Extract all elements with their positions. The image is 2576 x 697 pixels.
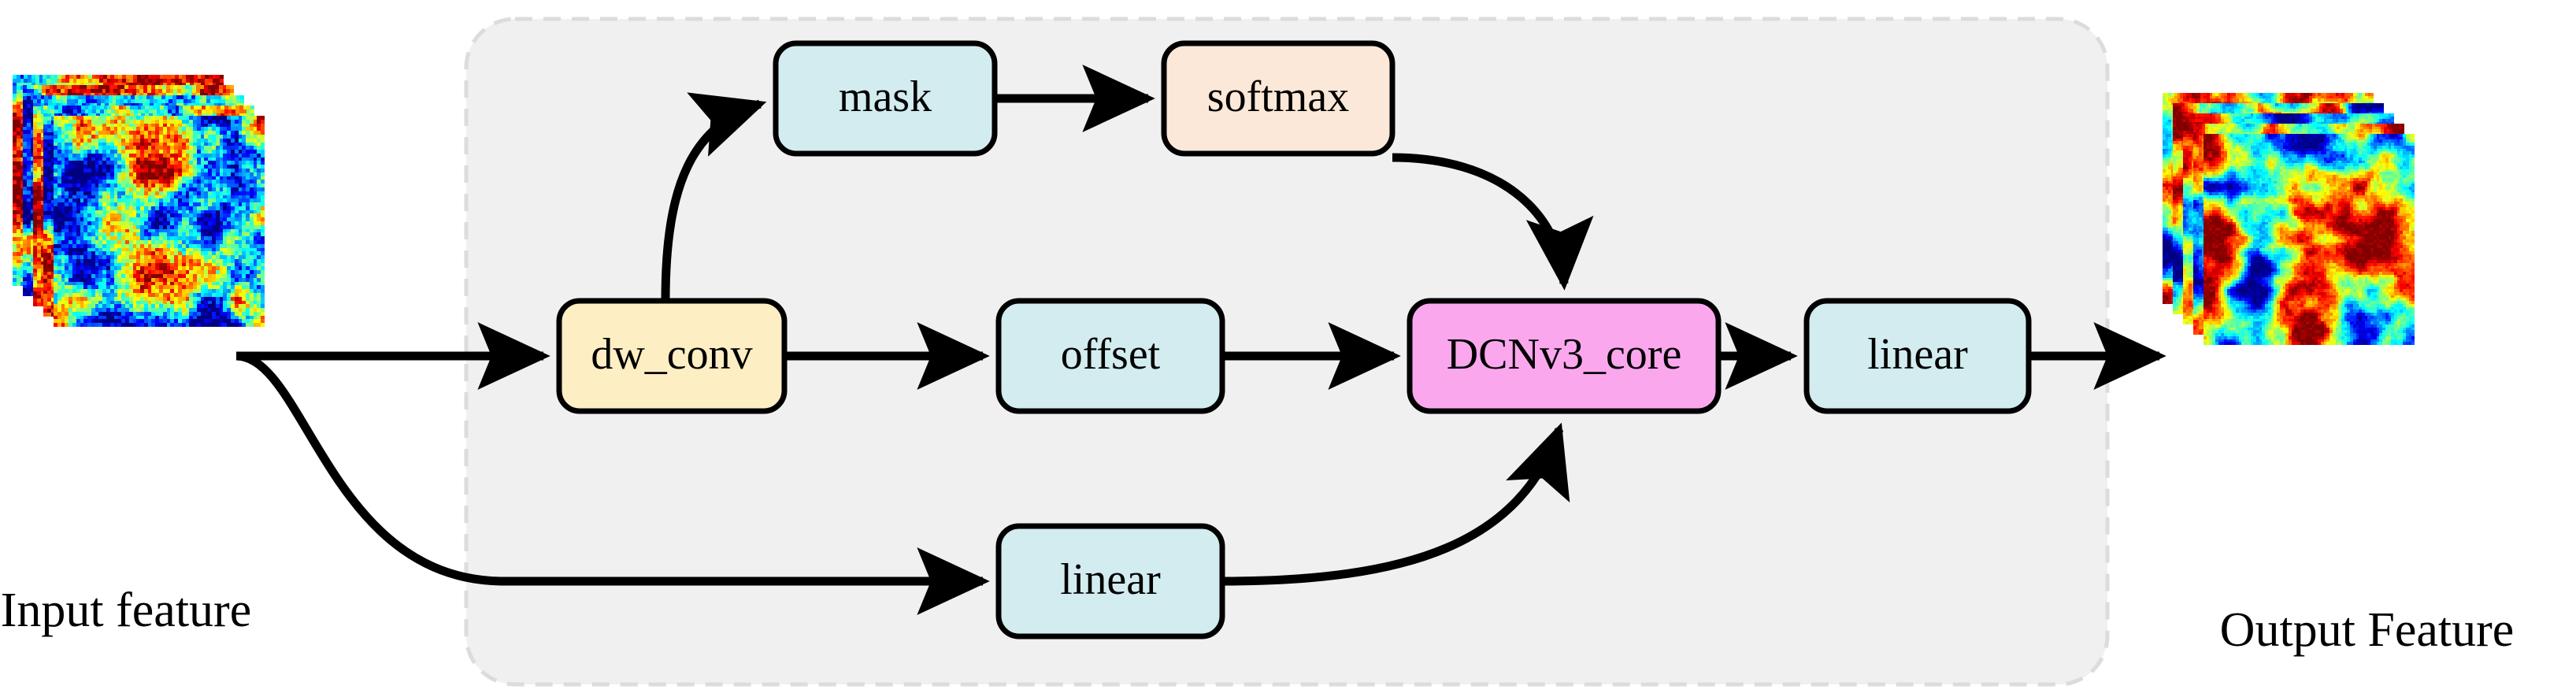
node-linear-bottom-label: linear	[1060, 555, 1161, 604]
node-offset-label: offset	[1061, 330, 1161, 379]
node-mask-label: mask	[839, 72, 932, 121]
node-dcnv3-core-box[interactable]	[1407, 298, 1722, 414]
edge-softmax-to-dcnv3	[1392, 153, 1594, 291]
edge-dwconv-to-mask	[661, 92, 767, 302]
node-dcnv3-core[interactable]: DCNv3_core	[1407, 298, 1722, 414]
node-dw-conv-box[interactable]	[556, 298, 788, 414]
edge-input-to-linear-bottom	[235, 351, 990, 615]
node-dw-conv[interactable]: dw_conv	[556, 298, 788, 414]
node-mask[interactable]: mask	[773, 40, 998, 157]
node-linear-output-box[interactable]	[1803, 298, 2032, 414]
node-linear-output[interactable]: linear	[1803, 298, 2032, 414]
node-dw-conv-label: dw_conv	[591, 330, 752, 379]
edge-layer	[235, 65, 2166, 615]
node-layer: mask softmax dw_conv offset DCNv3_core l	[556, 40, 2032, 640]
node-linear-bottom-box[interactable]	[995, 523, 1225, 640]
feature-map-layer	[2203, 134, 2415, 345]
output-feature-stack	[2163, 93, 2415, 345]
edge-linear-bottom-to-dcnv3	[1221, 422, 1570, 586]
output-feature-caption: Output Feature	[2219, 603, 2515, 657]
node-mask-box[interactable]	[773, 40, 998, 157]
node-offset[interactable]: offset	[995, 298, 1225, 414]
node-dcnv3-core-label: DCNv3_core	[1447, 330, 1682, 379]
node-softmax-label: softmax	[1207, 72, 1349, 121]
node-linear-bottom[interactable]: linear	[995, 523, 1225, 640]
node-softmax[interactable]: softmax	[1161, 40, 1395, 157]
input-feature-caption: Input feature	[0, 584, 252, 637]
node-softmax-box[interactable]	[1161, 40, 1395, 157]
input-feature-stack	[13, 75, 265, 327]
node-linear-output-label: linear	[1867, 330, 1968, 379]
feature-map-layer	[54, 116, 265, 327]
node-offset-box[interactable]	[995, 298, 1225, 414]
